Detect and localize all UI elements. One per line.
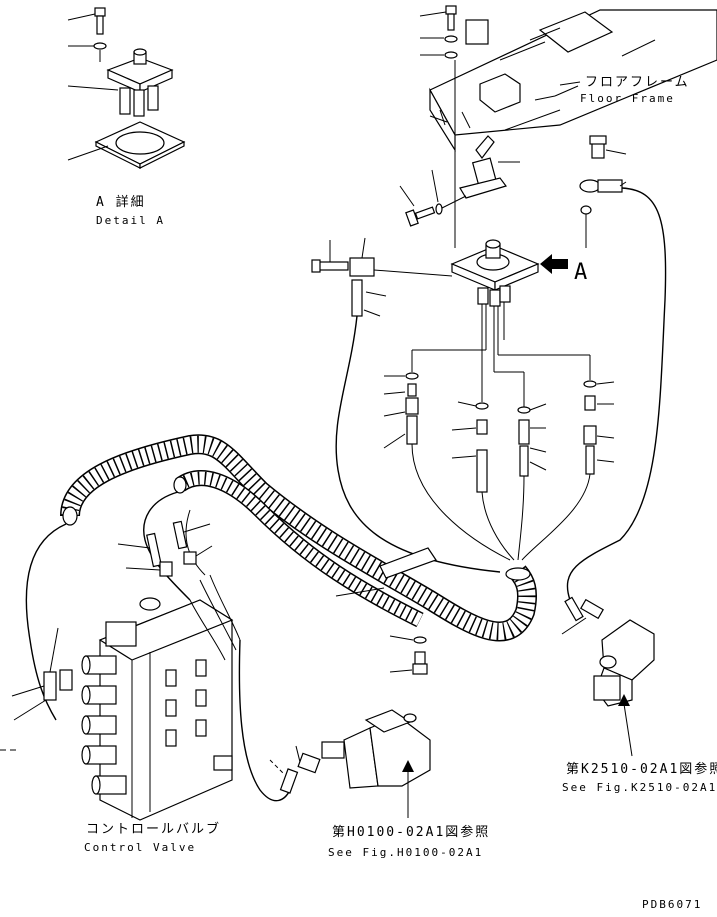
detail-a-gasket-plate — [94, 121, 186, 169]
hose-left-long — [335, 315, 501, 573]
hose-assembly-4 — [583, 380, 615, 475]
branch-lines — [411, 340, 591, 412]
bracket-washer — [435, 203, 443, 215]
frame-bolt — [445, 5, 457, 31]
detail-a-en-label: Detail A — [96, 214, 165, 227]
cv-fittings — [0, 520, 213, 751]
ref-k2510-jp-label: 第K2510-02A1図参照 — [566, 761, 717, 777]
control-valve-jp-label: コントロールバルブ — [86, 821, 221, 837]
bundle-bracket — [335, 547, 437, 675]
ref-arrow-k2510 — [618, 694, 633, 757]
link-bracket — [459, 135, 520, 199]
converging-hoses — [411, 443, 591, 561]
floor-frame-en-label: Floor Frame — [580, 92, 675, 105]
control-valve — [81, 574, 241, 821]
wrapped-hose-bundle — [60, 434, 537, 642]
switch-assembly — [238, 639, 431, 802]
floor-frame — [429, 9, 717, 153]
hose-clip — [311, 257, 453, 317]
ref-arrow-h0100 — [402, 760, 414, 818]
pilot-valve — [450, 239, 540, 355]
right-hose — [566, 135, 667, 601]
detail-a-pilot-valve — [106, 48, 174, 117]
hose-assembly-2 — [451, 401, 489, 493]
hose-assembly-3 — [517, 403, 547, 477]
detail-a-bolt — [94, 7, 106, 35]
right-solenoid-valve — [561, 596, 655, 707]
frame-washer — [444, 35, 458, 43]
ref-h0100-jp-label: 第H0100-02A1図参照 — [332, 824, 490, 840]
detail-a-washer — [93, 42, 107, 50]
view-a-label: A — [574, 260, 587, 285]
frame-washer-2 — [444, 51, 458, 59]
bundle-hose-mid — [143, 491, 191, 601]
control-valve-en-label: Control Valve — [84, 841, 196, 854]
hose-assembly-1 — [383, 372, 419, 449]
detail-a-assembly — [67, 7, 186, 169]
ref-h0100-en-label: See Fig.H0100-02A1 — [328, 846, 483, 859]
detail-a-jp-label: A 詳細 — [96, 194, 146, 210]
view-a-arrow — [540, 254, 568, 274]
ref-k2510-en-label: See Fig.K2510-02A1 — [562, 781, 717, 794]
bracket-bolt — [405, 206, 436, 227]
floor-frame-jp-label: フロアフレーム — [585, 75, 690, 90]
drawing-code: PDB6071 — [642, 898, 702, 911]
